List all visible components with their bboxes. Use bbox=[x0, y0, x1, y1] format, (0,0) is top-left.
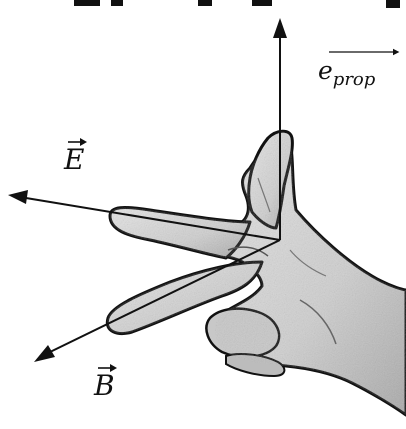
electric-field-letter: E bbox=[64, 143, 84, 176]
vector-arrow-icon bbox=[98, 363, 118, 373]
vector-arrow-icon bbox=[68, 137, 88, 147]
overbar-arrow-icon bbox=[320, 48, 406, 56]
magnetic-field-letter: B bbox=[94, 369, 115, 402]
electric-field-arrowhead-icon bbox=[8, 190, 28, 204]
propagation-label: eprop bbox=[318, 58, 375, 89]
electric-field-label: E bbox=[64, 146, 84, 174]
propagation-label-subscript: prop bbox=[333, 69, 376, 90]
magnetic-field-label: B bbox=[94, 372, 115, 400]
magnetic-field-arrowhead-icon bbox=[34, 345, 55, 362]
propagation-label-base: e bbox=[318, 56, 333, 85]
propagation-arrowhead-icon bbox=[273, 18, 287, 38]
hand-icon bbox=[107, 131, 406, 415]
cropped-heading-fragment bbox=[74, 0, 400, 8]
